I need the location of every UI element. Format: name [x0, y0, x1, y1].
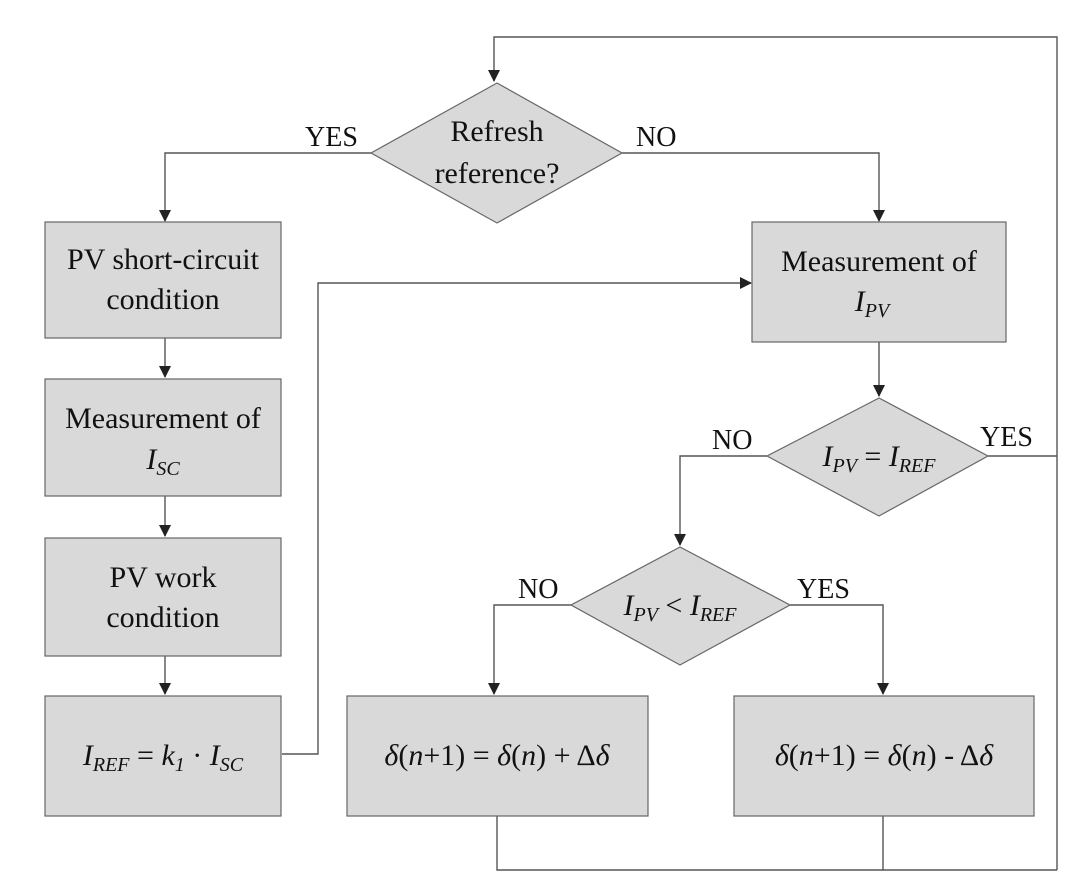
- eq-b-sub: REF: [898, 455, 936, 477]
- iref-k-sub: 1: [175, 754, 185, 776]
- dm-n2: n: [912, 739, 927, 772]
- dm-t1: (: [789, 739, 799, 772]
- decision-refresh-reference: [369, 82, 624, 224]
- refresh-text-line1: Refresh: [450, 115, 543, 148]
- dp-t3: (: [511, 739, 521, 772]
- connector-iref-to-measure-ipv: [282, 277, 752, 755]
- lt-a-sub: PV: [632, 604, 660, 626]
- measure-ipv-symbol: IPV: [854, 285, 892, 322]
- label-refresh-no: NO: [636, 122, 676, 153]
- isc-symbol-main: I: [145, 443, 158, 476]
- box-measurement-isc: [44, 378, 282, 497]
- dp-d2: δ: [497, 739, 512, 772]
- connector-lt-no: [488, 604, 571, 695]
- dm-t4: ) - Δ: [927, 739, 980, 772]
- connector-refresh-yes: [159, 152, 371, 222]
- connector-delta-plus-to-loop: [496, 816, 1057, 871]
- short-circuit-line2: condition: [106, 283, 219, 316]
- label-eq-yes: YES: [980, 422, 1033, 453]
- eq-a-sub: PV: [831, 455, 859, 477]
- measure-isc-line1: Measurement of: [65, 402, 261, 435]
- measure-isc-symbol: ISC: [145, 443, 180, 480]
- dp-d3: δ: [596, 739, 611, 772]
- iref-eq: =: [130, 739, 162, 772]
- lt-b-sub: REF: [699, 604, 737, 626]
- connector-eq-no: [674, 455, 767, 546]
- lt-a: I: [622, 589, 635, 622]
- ipv-symbol-sub: PV: [864, 300, 892, 322]
- decision-ipv-less-than-iref: [569, 546, 792, 666]
- box-pv-short-circuit: [44, 221, 282, 339]
- iref-isc-sub: SC: [220, 754, 244, 776]
- eq-op: =: [857, 440, 889, 473]
- connector-refresh-no: [622, 152, 885, 222]
- box-delta-minus: [733, 695, 1035, 817]
- iref-isc: I: [209, 739, 222, 772]
- dm-n1: n: [799, 739, 814, 772]
- dm-t3: (: [902, 739, 912, 772]
- label-lt-yes: YES: [797, 574, 850, 605]
- dm-d2: δ: [888, 739, 903, 772]
- dp-t2: +1) =: [423, 739, 497, 772]
- connectors: [159, 36, 1058, 871]
- connector-main-loop: [488, 36, 1058, 870]
- iref-k: k: [161, 739, 175, 772]
- box-measurement-ipv: [751, 221, 1007, 343]
- iref-i: I: [82, 739, 95, 772]
- decision-eq-text: IPV = IREF: [821, 440, 936, 477]
- work-condition-line2: condition: [106, 601, 219, 634]
- iref-dot: ·: [185, 739, 210, 772]
- label-refresh-yes: YES: [305, 122, 358, 153]
- eq-b: I: [888, 440, 901, 473]
- dp-t1: (: [398, 739, 408, 772]
- iref-sub: REF: [92, 754, 130, 776]
- eq-a: I: [821, 440, 834, 473]
- lt-b: I: [689, 589, 702, 622]
- dp-n2: n: [521, 739, 536, 772]
- dp-n1: n: [408, 739, 423, 772]
- short-circuit-line1: PV short-circuit: [67, 243, 260, 276]
- work-condition-line1: PV work: [110, 561, 217, 594]
- refresh-text-line2: reference?: [435, 157, 560, 190]
- box-iref-equation: [44, 695, 282, 817]
- dp-d1: δ: [384, 739, 399, 772]
- decision-lt-text: IPV < IREF: [622, 589, 737, 626]
- delta-minus-text: δ(n+1) = δ(n) - Δδ: [775, 739, 994, 772]
- delta-plus-text: δ(n+1) = δ(n) + Δδ: [384, 739, 610, 772]
- decision-ipv-equals-iref: [765, 397, 990, 517]
- dm-t2: +1) =: [814, 739, 888, 772]
- box-pv-work-condition: [44, 537, 282, 657]
- dm-d1: δ: [775, 739, 790, 772]
- iref-equation: IREF = k1 · ISC: [82, 739, 244, 776]
- measure-ipv-line1: Measurement of: [781, 245, 977, 278]
- dp-t4: ) + Δ: [536, 739, 596, 772]
- label-lt-no: NO: [518, 574, 558, 605]
- label-eq-no: NO: [712, 425, 752, 456]
- ipv-symbol-main: I: [854, 285, 867, 318]
- connector-lt-yes: [790, 604, 889, 695]
- isc-symbol-sub: SC: [156, 458, 180, 480]
- box-delta-plus: [346, 695, 649, 817]
- dm-d3: δ: [979, 739, 994, 772]
- lt-op: <: [658, 589, 690, 622]
